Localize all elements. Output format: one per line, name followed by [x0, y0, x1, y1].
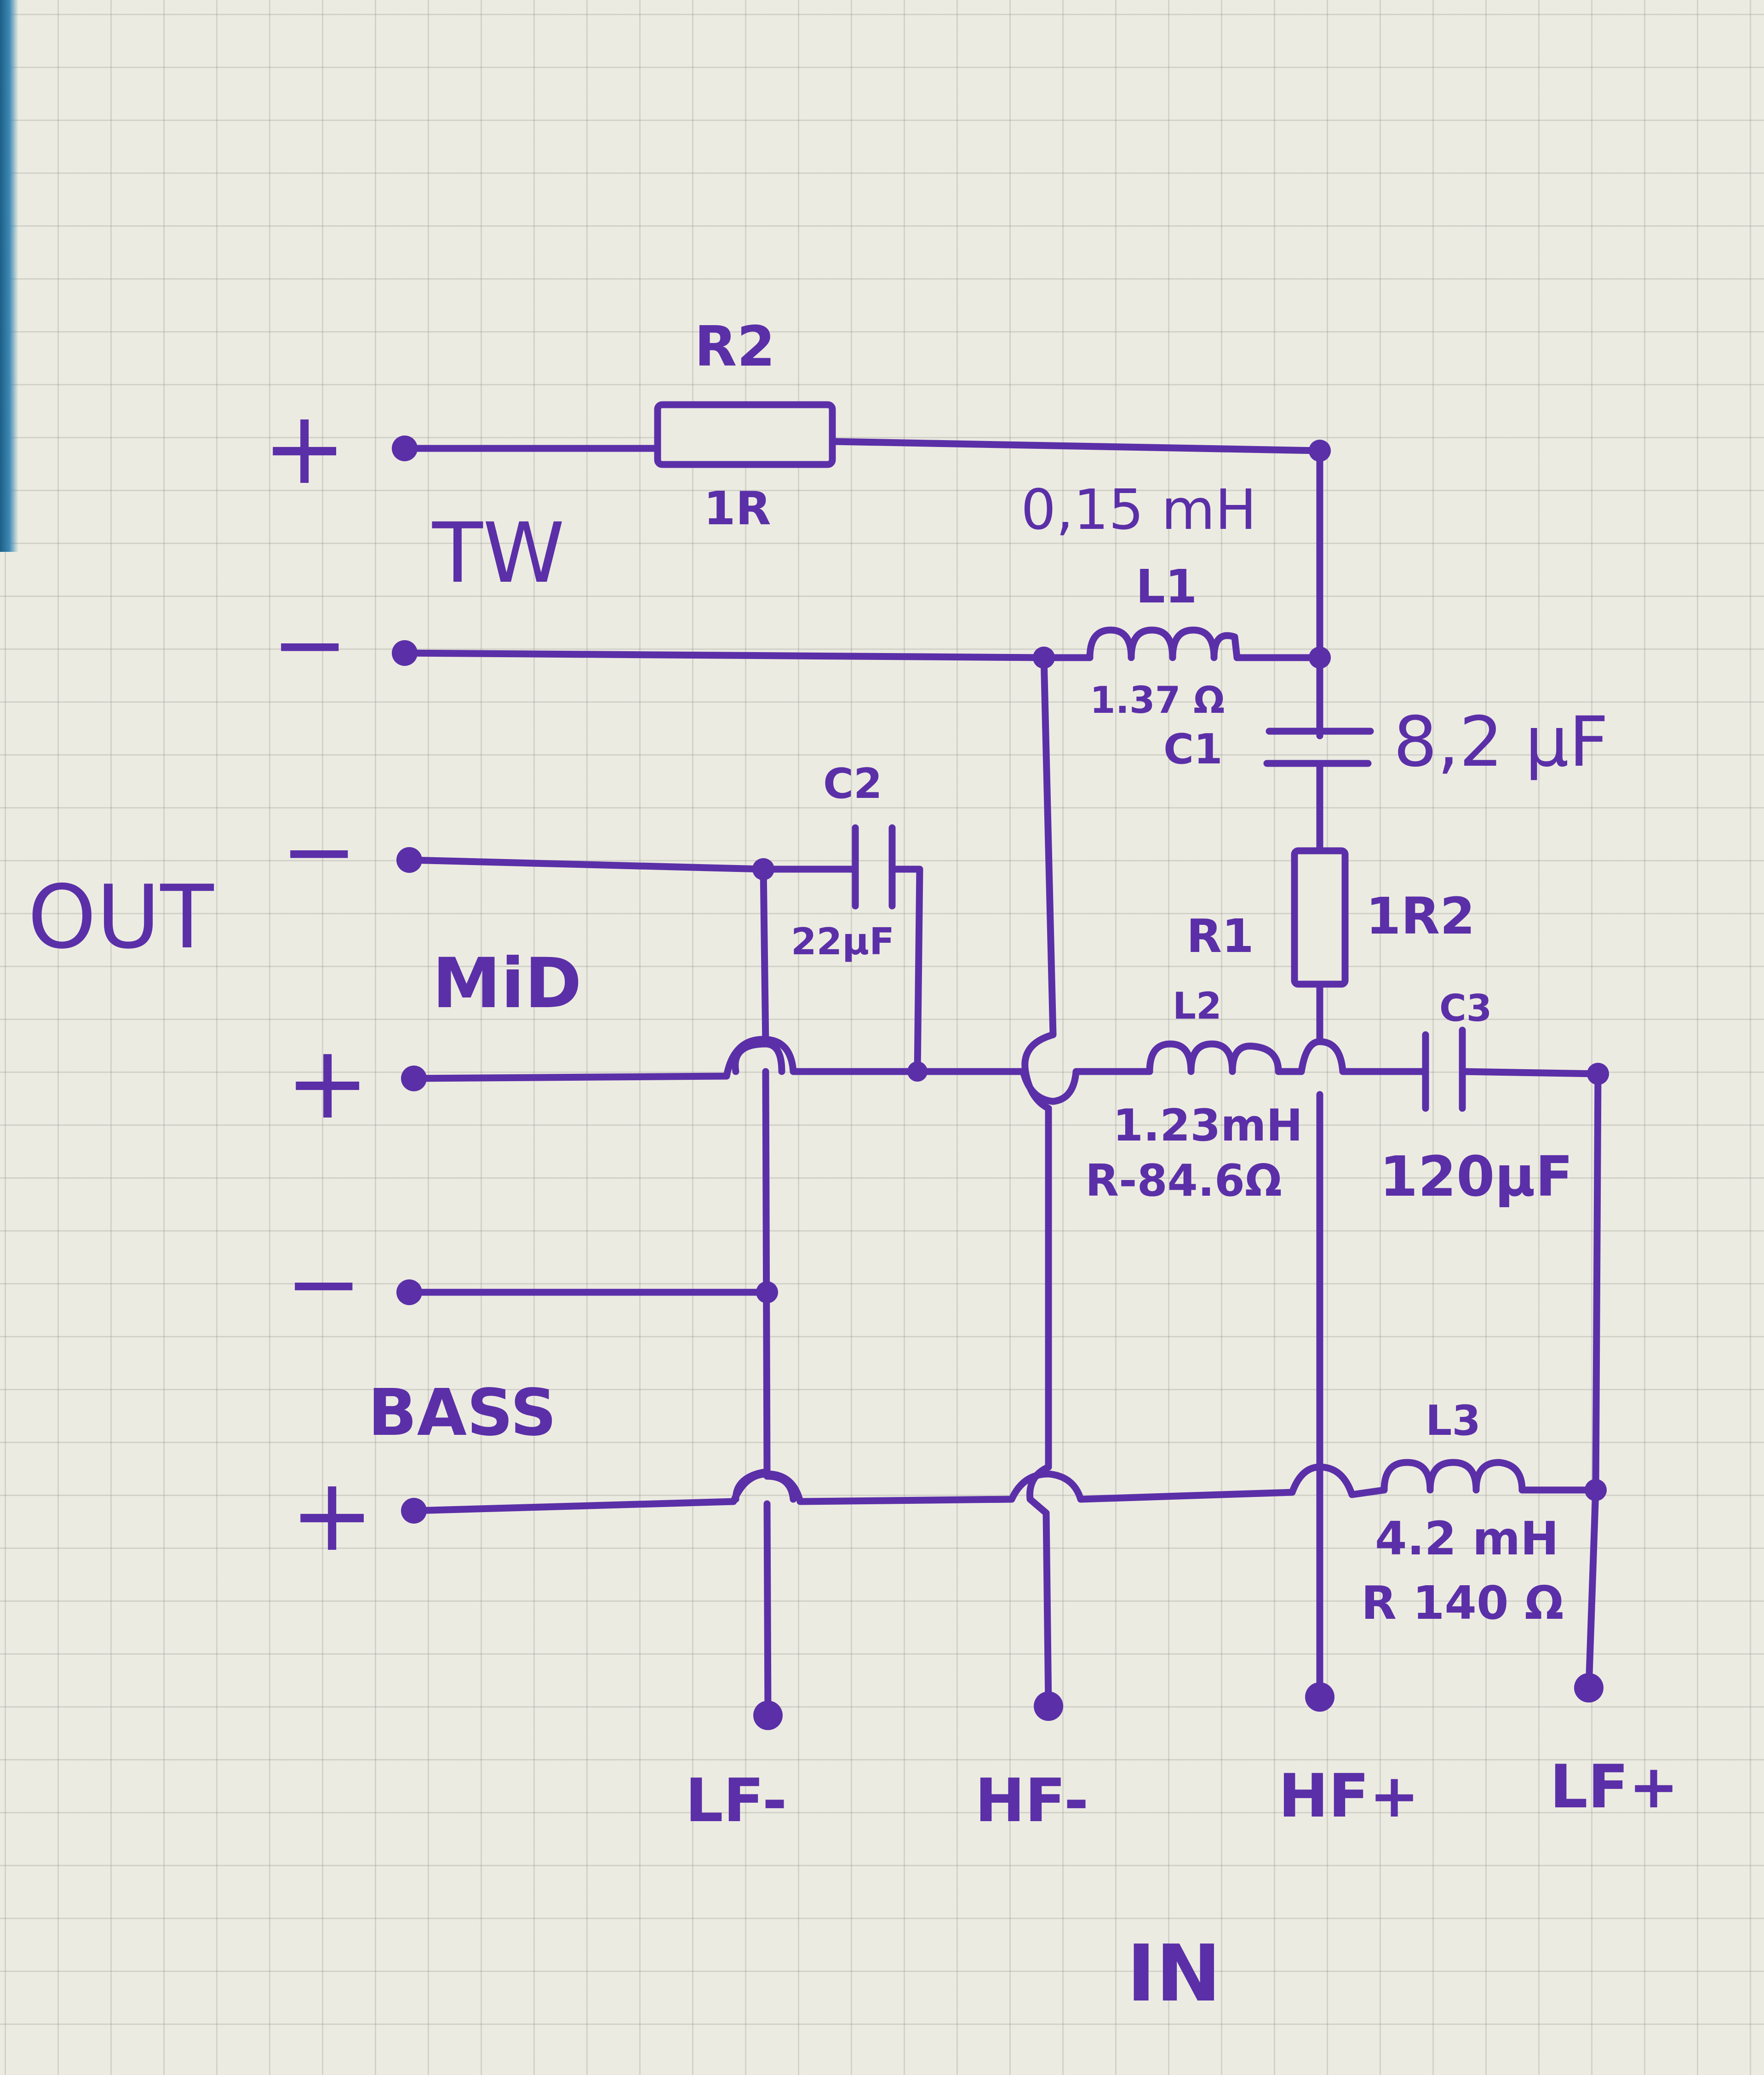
- c3-capacitor: [1422, 1026, 1466, 1112]
- terminal-tw-plus: [392, 436, 418, 461]
- terminal-hf-minus: [1034, 1691, 1063, 1721]
- junctions: [752, 440, 1609, 1501]
- c1-label: C1: [1163, 725, 1223, 774]
- terminal-bass-plus: [401, 1498, 427, 1524]
- wire-hf-minus: [1021, 654, 1057, 1710]
- wire-r2-to-rail: [829, 438, 1323, 454]
- r1-resistor: [1291, 847, 1349, 988]
- terminal-mid-plus: [401, 1066, 427, 1091]
- in-label: IN: [1127, 1928, 1221, 2019]
- terminal-tw-minus: [392, 640, 418, 666]
- terminal-lf-minus: [753, 1701, 783, 1730]
- wire-tw-minus: [401, 649, 1094, 661]
- terminals: [392, 436, 1604, 1730]
- junction: [907, 1061, 928, 1082]
- bass-name: BASS: [368, 1376, 556, 1450]
- wire-c3-to-lf-plus: [1459, 1068, 1602, 1078]
- components: [654, 401, 1526, 1494]
- terminal-hf-plus: [1305, 1682, 1334, 1712]
- l2-inductor: [1146, 1040, 1282, 1075]
- l3-label: L3: [1426, 1397, 1481, 1445]
- wire-lf-plus-rail: [1585, 1070, 1602, 1691]
- wire-mid-minus: [406, 856, 859, 873]
- input-lf-plus: LF+: [1550, 1752, 1679, 1822]
- tw-name: TW: [432, 505, 565, 602]
- out-label: OUT: [28, 866, 214, 968]
- input-hf-plus: HF+: [1278, 1761, 1420, 1831]
- tw-plus-sign: +: [262, 389, 347, 507]
- l1-inductor: [1086, 626, 1241, 661]
- terminal-lf-plus: [1574, 1673, 1604, 1702]
- r2-label: R2: [694, 315, 775, 379]
- c3-value: 120μF: [1380, 1145, 1573, 1209]
- l2-value: 1.23mH: [1113, 1101, 1303, 1151]
- c2-value: 22μF: [791, 920, 894, 963]
- junction: [1033, 647, 1055, 669]
- l1-resistance: 1.37 Ω: [1090, 679, 1225, 722]
- r2-resistor: [654, 401, 836, 468]
- mid-plus-sign: +: [285, 1024, 370, 1141]
- c2-capacitor: [852, 824, 896, 910]
- l2-label: L2: [1173, 985, 1222, 1027]
- junction: [756, 1281, 778, 1303]
- wire-c2-lead: [888, 866, 923, 1075]
- junction: [1309, 440, 1331, 462]
- c2-label: C2: [823, 760, 882, 808]
- c1-capacitor: [1263, 728, 1374, 785]
- junction: [1587, 1063, 1609, 1085]
- input-lf-minus: LF-: [685, 1765, 787, 1835]
- l3-inductor: [1380, 1459, 1526, 1494]
- l1-label: L1: [1136, 560, 1197, 613]
- junction: [752, 858, 774, 880]
- labels: OUT IN + TW − − MiD + − BASS + LF- HF- H…: [28, 315, 1679, 2019]
- junction: [1585, 1479, 1607, 1501]
- mid-name: MiD: [432, 944, 582, 1024]
- tw-minus-sign: −: [271, 591, 349, 698]
- l3-resistance: R 140 Ω: [1361, 1576, 1564, 1630]
- wire-bass-plus: [410, 1463, 1388, 1514]
- blue-page-edge: [0, 0, 18, 552]
- l2-resistance: R-84.6Ω: [1085, 1156, 1282, 1206]
- r1-label: R1: [1186, 909, 1254, 963]
- junction: [1309, 647, 1331, 669]
- wire-l2-out: [1275, 1038, 1429, 1075]
- l3-value: 4.2 mH: [1375, 1512, 1559, 1565]
- input-hf-minus: HF-: [975, 1765, 1089, 1835]
- bass-minus-sign: −: [285, 1230, 362, 1337]
- mid-minus-sign: −: [281, 798, 358, 905]
- l1-value: 0,15 mH: [1021, 478, 1256, 542]
- terminal-bass-minus: [396, 1279, 422, 1305]
- c3-label: C3: [1439, 987, 1492, 1030]
- c1-value: 8,2 μF: [1393, 702, 1609, 782]
- wire-mid-plus: [410, 1036, 1153, 1105]
- r1-value: 1R2: [1366, 887, 1475, 946]
- bass-plus-sign: +: [290, 1456, 374, 1574]
- r2-value: 1R: [704, 481, 771, 535]
- terminal-mid-minus: [396, 847, 422, 873]
